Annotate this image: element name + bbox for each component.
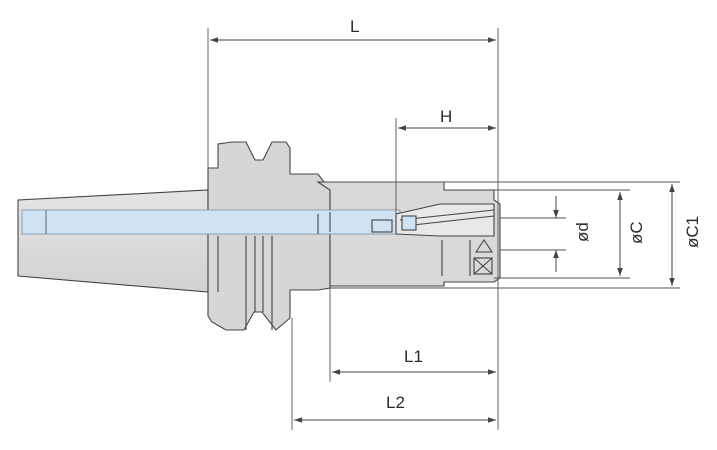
flange — [207, 141, 331, 331]
through-bore — [21, 209, 401, 235]
label-L1: L1 — [404, 347, 423, 366]
label-L: L — [350, 17, 359, 36]
flange-grooves — [217, 236, 273, 330]
dimension-lines — [210, 37, 675, 423]
label-d: ød — [573, 222, 592, 242]
taper-shank — [17, 189, 209, 293]
holder-body — [17, 141, 501, 331]
label-C: øC — [627, 221, 646, 244]
label-L2: L2 — [386, 393, 405, 412]
label-C1: øC1 — [683, 216, 702, 248]
label-H: H — [440, 107, 452, 126]
extension-lines — [207, 28, 680, 430]
dimension-labels: L H L1 L2 ød øC øC1 — [350, 17, 702, 412]
collet-detail — [317, 203, 495, 276]
